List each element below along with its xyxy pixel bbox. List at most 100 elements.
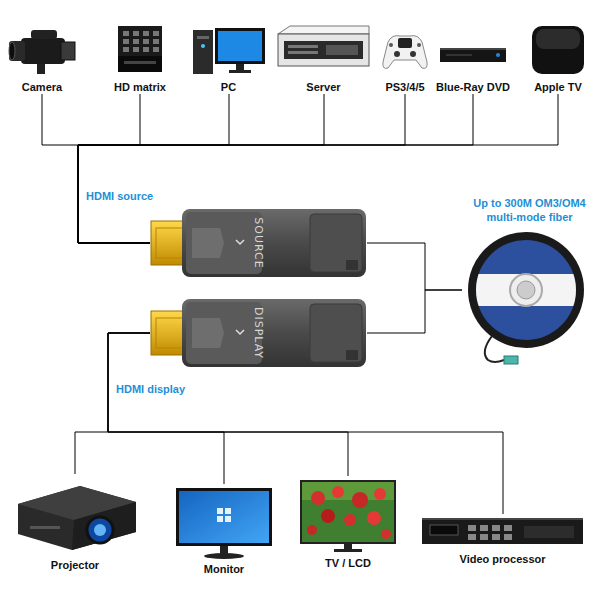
device-icon (114, 12, 166, 78)
drawing-part (367, 511, 381, 525)
hdmi-wire (42, 94, 150, 243)
device-icon (298, 476, 398, 554)
drawing-part (440, 48, 506, 62)
drawing-part (310, 304, 362, 362)
drawing-part (186, 302, 262, 364)
drawing-part (492, 525, 500, 531)
device-icon (10, 474, 140, 556)
bluray-icon (438, 12, 508, 78)
drawing-part (504, 525, 512, 531)
drawing-part (186, 212, 262, 274)
drawing-part (496, 53, 500, 57)
drawing-part (87, 517, 113, 543)
drawing-part (344, 544, 352, 549)
drawing-part (468, 232, 584, 348)
drawing-part (21, 38, 65, 64)
drawing-part (510, 274, 542, 306)
hdmi-wire (367, 290, 462, 333)
drawing-part (422, 518, 583, 544)
drawing-part (156, 228, 184, 258)
drawing-part (193, 30, 213, 74)
fiber-heading: Up to 300M OM3/OM4 multi-mode fiber (462, 196, 597, 224)
drawing-part (133, 31, 139, 36)
drawing-part (217, 508, 223, 514)
connector-label: SOURCE (252, 217, 265, 268)
drawing-part (430, 525, 458, 535)
drawing-part (225, 516, 231, 522)
drawing-part (480, 525, 488, 531)
drawing-part (133, 47, 139, 52)
drawing-part (123, 47, 129, 52)
hdmi-wire (75, 333, 150, 474)
drawing-part (153, 39, 159, 44)
drawing-part (394, 51, 400, 57)
drawing-part (30, 526, 60, 529)
fiber-spool-art (462, 228, 597, 368)
drawing-part (417, 43, 421, 47)
drawing-part (18, 486, 136, 550)
drawing-part (204, 553, 244, 559)
drawing-part (284, 41, 363, 59)
device-icon (380, 12, 430, 78)
drawing-part (236, 64, 244, 70)
drawing-part (215, 28, 265, 64)
device-label: TV / LCD (298, 556, 398, 570)
device-icon (438, 12, 508, 78)
drawing-part (192, 318, 224, 348)
drawing-part (220, 546, 228, 554)
pc-icon (191, 12, 266, 78)
drawing-part (225, 508, 231, 514)
device-icon (174, 484, 274, 560)
drawing-part (37, 64, 45, 74)
projector-icon (10, 474, 140, 556)
drawing-part (179, 491, 269, 543)
drawing-part (332, 486, 344, 498)
drawing-part (197, 36, 209, 39)
drawing-part (300, 480, 396, 544)
drawing-part (389, 43, 393, 47)
device-label: Apple TV (528, 80, 588, 94)
drawing-part (346, 350, 358, 360)
device-label: HD matrix (111, 80, 169, 94)
drawing-part (311, 491, 325, 505)
drawing-part (217, 516, 223, 522)
drawing-part (422, 518, 583, 520)
vp-icon (420, 514, 585, 550)
drawing-part (201, 44, 205, 48)
drawing-part (118, 56, 162, 72)
device-label: Camera (7, 80, 77, 94)
drawing-part (532, 26, 584, 74)
source-connector: SOURCE (150, 208, 367, 278)
drawing-part (468, 525, 476, 531)
matrix-device: HD matrix (111, 12, 169, 94)
drawing-part (143, 47, 149, 52)
signal-label: HDMI source (84, 189, 155, 203)
matrix-icon (114, 12, 166, 78)
drawing-part (118, 26, 162, 56)
drawing-part (321, 509, 335, 523)
server-device: Server (276, 12, 371, 94)
drawing-part (302, 482, 394, 542)
tv-device: TV / LCD (298, 476, 398, 570)
drawing-part (143, 31, 149, 36)
drawing-part (236, 240, 244, 244)
drawing-part (480, 534, 488, 540)
device-icon (191, 12, 266, 78)
drawing-part (123, 39, 129, 44)
drawing-part (326, 45, 358, 55)
drawing-part (192, 228, 224, 258)
drawing-part (468, 534, 476, 540)
drawing-part (288, 45, 318, 48)
device-icon (7, 12, 77, 78)
drawing-part (61, 42, 75, 60)
drawing-part (124, 61, 156, 64)
drawing-part (9, 41, 25, 61)
drawing-part (410, 51, 416, 57)
drawing-part (9, 42, 15, 60)
drawing-part (504, 534, 512, 540)
drawing-part (94, 524, 106, 536)
tv-icon (298, 476, 398, 554)
ps-icon (380, 12, 430, 78)
drawing-part (446, 54, 472, 56)
processor-device: Video processor (420, 514, 585, 566)
